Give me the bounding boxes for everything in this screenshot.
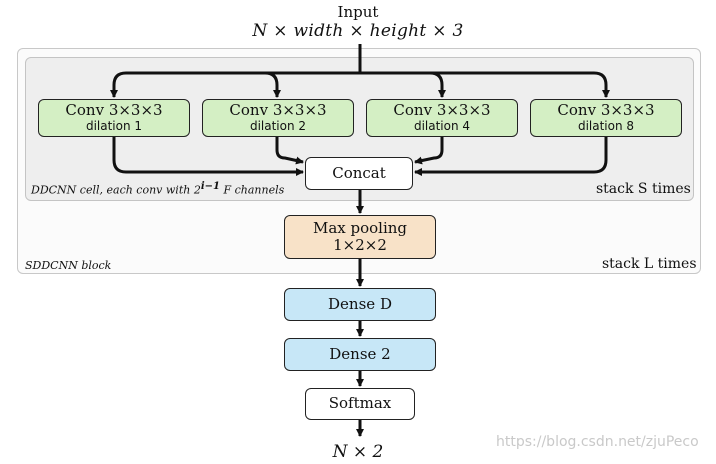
conv-block-dilation: dilation 1 [85,118,143,133]
ddcnn-cell-caption: DDCNN cell, each conv with 2i−1 F channe… [31,181,285,197]
softmax-node: Softmax [305,388,415,420]
max-pooling-title: Max pooling [312,218,408,237]
conv-block-title: Conv 3×3×3 [393,101,491,120]
max-pooling-size: 1×2×2 [333,236,387,254]
edge-conv4-concat [414,137,608,176]
conv-block-dilation-2: Conv 3×3×3 dilation 2 [202,99,354,137]
watermark: https://blog.csdn.net/zjuPeco [496,434,699,450]
dense-d-node: Dense D [284,288,436,321]
conv-block-title: Conv 3×3×3 [557,101,655,120]
input-title: Input [337,3,379,21]
conv-block-dilation-1: Conv 3×3×3 dilation 1 [38,99,190,137]
dense-2-node: Dense 2 [284,338,436,371]
edge-to-conv2 [264,71,281,98]
output-formula: N × 2 [332,442,384,462]
edge-split-bar [112,71,610,98]
conv-block-dilation: dilation 4 [413,118,471,133]
edge-to-conv3 [429,71,446,98]
stack-l-label: stack L times [602,256,697,272]
conv-block-title: Conv 3×3×3 [65,101,163,120]
sddcnn-block-caption: SDDCNN block [25,259,112,272]
stack-s-label: stack S times [596,181,691,197]
conv-block-dilation-4: Conv 3×3×3 dilation 4 [366,99,518,137]
conv-block-title: Conv 3×3×3 [229,101,327,120]
input-formula: N × width × height × 3 [252,21,464,41]
edge-conv3-concat [414,137,444,165]
conv-block-dilation-8: Conv 3×3×3 dilation 8 [530,99,682,137]
concat-node: Concat [305,157,413,190]
edge-conv1-concat [112,137,304,176]
edge-conv2-concat [275,137,304,165]
max-pooling-node: Max pooling 1×2×2 [284,215,436,259]
conv-block-dilation: dilation 2 [249,118,307,133]
conv-block-dilation: dilation 8 [577,118,635,133]
